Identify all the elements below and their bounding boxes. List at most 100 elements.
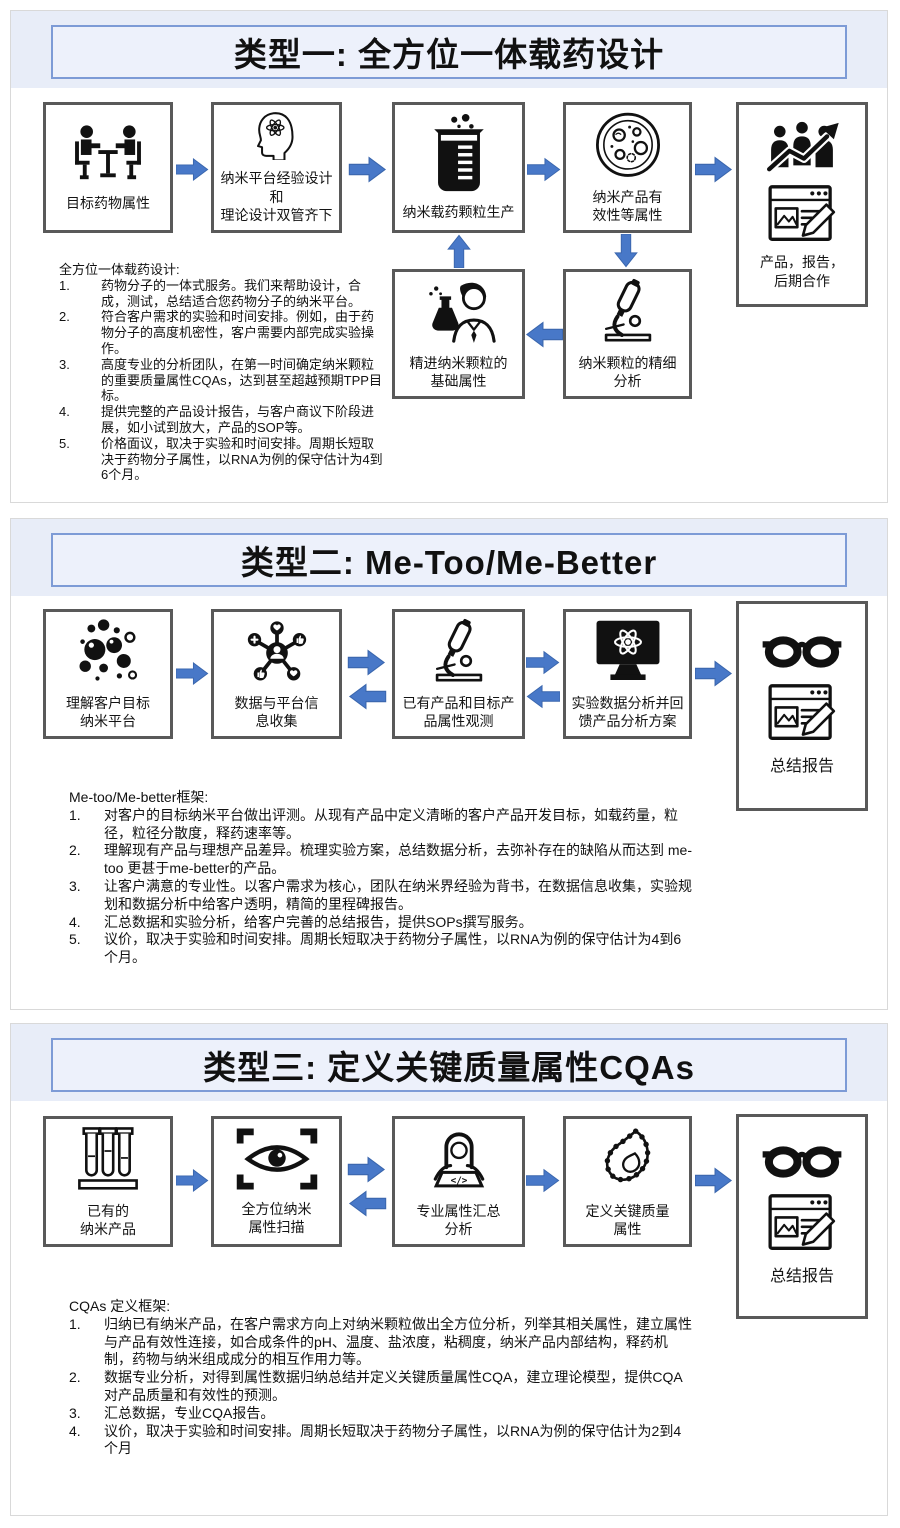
panel1-title-box: 类型一: 全方位一体载药设计 [51,25,847,79]
notes-item: 议价，取决于实验和时间安排。周期长短取决于药物分子属性，以RNA为例的保守估计为… [69,1422,682,1457]
microscope-icon [435,618,482,682]
arrow-up-icon [445,234,473,268]
panel-type2: 类型二: Me-Too/Me-Better 理解客户目标 纳米平台 [10,518,888,1010]
flow-box-property-observation: 已有产品和目标产 品属性观测 [392,609,525,739]
flow-box-data-collection: 数据与平台信 息收集 [211,609,342,739]
flow-box-target-drug: 目标药物属性 [43,102,173,233]
scientist-flask-icon [428,282,496,343]
flow-box-label: 纳米产品有 效性等属性 [592,188,663,223]
flow-box-nano-property-scan: 全方位纳米 属性扫描 [211,1116,342,1247]
arrow-right-icon [347,649,387,676]
flow-box-label: 纳米平台经验设计和 理论设计双管齐下 [220,170,333,223]
notes-item: 归纳已有纳米产品，在客户需求方向上对纳米颗粒做出全方位分析，列举其相关属性，建立… [69,1315,692,1368]
arrow-left-icon [347,1190,387,1217]
flow-box-label: 已有产品和目标产 品属性观测 [402,694,515,729]
arrow-right-icon [695,660,733,687]
arrow-right-icon [526,1167,560,1194]
notes-list: 药物分子的一体式服务。我们来帮助设计，合成，测试，总结适合您药物分子的纳米平台。… [59,278,385,483]
arrow-down-icon [612,234,640,268]
arrow-right-icon [526,649,560,676]
notes-list: 归纳已有纳米产品，在客户需求方向上对纳米颗粒做出全方位分析，列举其相关属性，建立… [69,1316,693,1458]
flow-box-label: 全方位纳米 属性扫描 [241,1200,312,1235]
test-tubes-icon [78,1127,138,1190]
team-growth-icon [764,122,839,174]
bubbles-icon [79,619,138,681]
notes-item: 汇总数据和实验分析，给客户完善的总结报告，提供SOPs撰写服务。 [69,913,533,932]
head-atom-icon [256,112,294,161]
panel3-title: 类型三: 定义关键质量属性CQAs [203,1049,695,1086]
flow-box-label: 总结报告 [769,757,834,775]
flow-box-existing-nano-products: 已有的 纳米产品 [43,1116,173,1247]
panel3-title-box: 类型三: 定义关键质量属性CQAs [51,1038,847,1092]
flow-box-refine-base-properties: 精进纳米颗粒的 基础属性 [392,269,525,399]
flow-box-label: 定义关键质量 属性 [585,1202,670,1237]
eye-scan-icon [236,1128,317,1190]
flow-box-professional-analysis: </> 专业属性汇总 分析 [392,1116,525,1247]
notes-item: 议价，取决于实验和时间安排。周期长短取决于药物分子属性，以RNA为例的保守估计为… [69,931,682,966]
arrow-left-icon [526,683,560,710]
panel2-title-box: 类型二: Me-Too/Me-Better [51,533,847,587]
notes-title: Me-too/Me-better框架: [69,789,209,805]
network-icon [247,621,306,681]
notes-list: 对客户的目标纳米平台做出评测。从现有产品中定义清晰的客户产品开发目标，如载药量，… [69,807,693,967]
panel1-title: 类型一: 全方位一体载药设计 [233,36,665,73]
notes-item: 高度专业的分析团队，在第一时间确定纳米颗粒的重要质量属性CQAs，达到甚至超越预… [59,356,382,404]
notes-item: 药物分子的一体式服务。我们来帮助设计，合成，测试，总结适合您药物分子的纳米平台。 [59,277,362,309]
flow-box-label: 精进纳米颗粒的 基础属性 [409,354,508,389]
arrow-right-icon [176,156,209,183]
arrow-right-icon [176,1167,209,1194]
panel2-notes: Me-too/Me-better框架: 对客户的目标纳米平台做出评测。从现有产品… [69,789,693,967]
glasses-icon [762,1146,842,1178]
notes-item: 对客户的目标纳米平台做出评测。从现有产品中定义清晰的客户产品开发目标，如载药量，… [69,806,678,841]
report-icon [768,185,836,242]
flow-box-product-report-cooperation: 产品，报告， 后期合作 [736,102,868,307]
flow-box-label: 总结报告 [769,1268,834,1286]
flow-box-label: 已有的 纳米产品 [80,1202,136,1237]
flow-box-particle-production: 纳米载药颗粒生产 [392,102,525,233]
panel1-header-band: 类型一: 全方位一体载药设计 [11,11,887,88]
flow-box-label: 纳米颗粒的精细 分析 [578,354,677,389]
panel2-header-band: 类型二: Me-Too/Me-Better [11,519,887,596]
notes-title: CQAs 定义框架: [69,1298,171,1314]
arrow-left-icon [347,683,387,710]
beaker-icon [433,113,484,192]
coder-icon: </> [433,1132,484,1188]
glasses-icon [762,635,842,668]
notes-item: 理解现有产品与理想产品差异。梳理实验方案，总结数据分析，去弥补存在的缺陷从而达到… [69,842,692,877]
arrow-right-icon [347,1156,387,1183]
panel2-title: 类型二: Me-Too/Me-Better [240,544,658,581]
petri-dish-icon [595,112,660,177]
notes-item: 价格面议，取决于实验和时间安排。周期长短取决于药物分子属性，以RNA为例的保守估… [59,435,383,483]
flow-box-product-efficacy: 纳米产品有 效性等属性 [563,102,692,233]
flow-box-summary-report: 总结报告 [736,601,868,811]
microscope-icon [604,278,651,342]
notes-item: 数据专业分析，对得到属性数据归纳总结并定义关键质量属性CQA，建立理论模型，提供… [69,1369,683,1403]
paisley-icon [604,1127,650,1183]
flow-box-label: 实验数据分析并回 馈产品分析方案 [571,694,684,729]
arrow-right-icon [695,156,733,183]
notes-title: 全方位一体载药设计: [59,262,180,277]
panel-type1: 类型一: 全方位一体载药设计 目标药物属性 纳米平台经验设计 [10,10,888,503]
arrow-left-icon [525,321,563,348]
flow-box-data-analysis-feedback: 实验数据分析并回 馈产品分析方案 [563,609,692,739]
report-icon [768,683,836,740]
flow-box-label: 产品，报告， 后期合作 [760,254,844,289]
panel3-notes: CQAs 定义框架: 归纳已有纳米产品，在客户需求方向上对纳米颗粒做出全方位分析… [69,1298,693,1458]
arrow-right-icon [348,156,388,183]
arrow-right-icon [695,1167,733,1194]
flow-box-label: 数据与平台信 息收集 [234,694,319,729]
monitor-atom-icon [596,620,659,680]
notes-item: 提供完整的产品设计报告，与客户商议下阶段进展，如小试到放大，产品的SOP等。 [59,404,375,435]
flow-box-label: 理解客户目标 纳米平台 [66,694,150,729]
notes-item: 让客户满意的专业性。以客户需求为核心，团队在纳米界经验为背书，在数据信息收集，实… [69,877,692,912]
arrow-right-icon [176,660,209,687]
meeting-icon [75,125,141,180]
flow-box-platform-design: 纳米平台经验设计和 理论设计双管齐下 [211,102,342,233]
flow-box-define-cqa: 定义关键质量 属性 [563,1116,692,1247]
report-icon [768,1194,836,1251]
flow-box-summary-report: 总结报告 [736,1114,868,1319]
flow-box-fine-analysis: 纳米颗粒的精细 分析 [563,269,692,399]
panel3-header-band: 类型三: 定义关键质量属性CQAs [11,1024,887,1101]
flow-box-label: 目标药物属性 [66,194,150,211]
flow-box-understand-target-platform: 理解客户目标 纳米平台 [43,609,173,739]
